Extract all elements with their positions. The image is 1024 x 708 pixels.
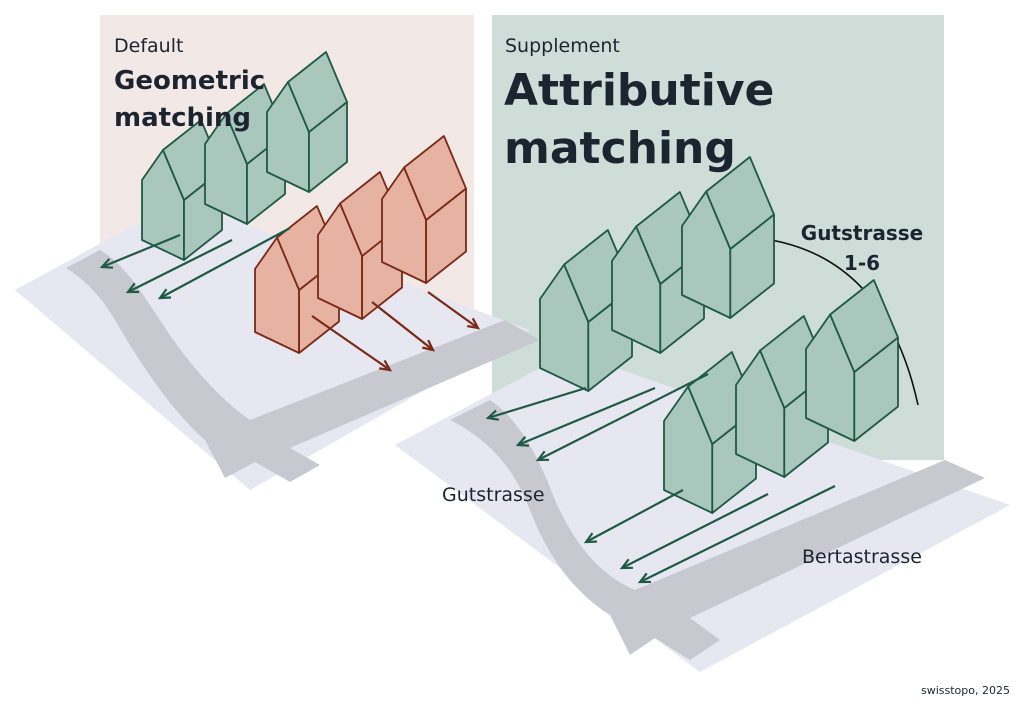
left-red-arrow-3 bbox=[427, 291, 481, 330]
left-green-arrow-3 bbox=[157, 227, 291, 300]
left-green-arrow-2 bbox=[125, 239, 233, 294]
left-red-arrow-1 bbox=[311, 315, 393, 372]
right-panel-overline: Supplement bbox=[505, 35, 620, 57]
left-green-house-3-roof bbox=[287, 51, 348, 133]
right-arrow-front-1 bbox=[583, 489, 684, 544]
address-range-label-line2: 1-6 bbox=[844, 251, 880, 275]
right-back-house-3 bbox=[681, 156, 775, 319]
left-green-arrow-1 bbox=[99, 233, 181, 269]
left-panel-title-line2: matching bbox=[114, 103, 251, 133]
street-label-bertastrasse: Bertastrasse bbox=[802, 546, 922, 568]
left-red-house-3-roof bbox=[403, 135, 467, 221]
left-ground bbox=[15, 200, 540, 490]
right-arrow-front-3 bbox=[637, 485, 836, 584]
right-arrow-back-3 bbox=[535, 373, 709, 462]
right-front-house-3 bbox=[805, 279, 899, 442]
left-red-house-3 bbox=[381, 135, 467, 284]
left-red-arrow-2 bbox=[371, 301, 435, 352]
address-range-label-line1: Gutstrasse bbox=[801, 221, 923, 245]
left-road bbox=[66, 250, 540, 482]
right-back-house-3-roof bbox=[705, 156, 775, 250]
right-panel-title-line1: Attributive bbox=[504, 65, 774, 116]
street-label-gutstrasse: Gutstrasse bbox=[442, 484, 545, 506]
right-arrow-back-2 bbox=[515, 386, 656, 447]
right-panel-title-line2: matching bbox=[504, 123, 736, 174]
left-green-house-3 bbox=[266, 51, 348, 193]
right-arrow-back-1 bbox=[485, 386, 587, 421]
left-panel-title-line1: Geometric bbox=[114, 66, 265, 96]
right-front-house-3-roof bbox=[829, 279, 899, 373]
left-panel-overline: Default bbox=[114, 35, 183, 57]
credit-text: swisstopo, 2025 bbox=[921, 684, 1010, 697]
right-back-house-1 bbox=[539, 229, 633, 392]
right-road bbox=[450, 400, 985, 660]
right-arrow-front-2 bbox=[619, 493, 769, 570]
